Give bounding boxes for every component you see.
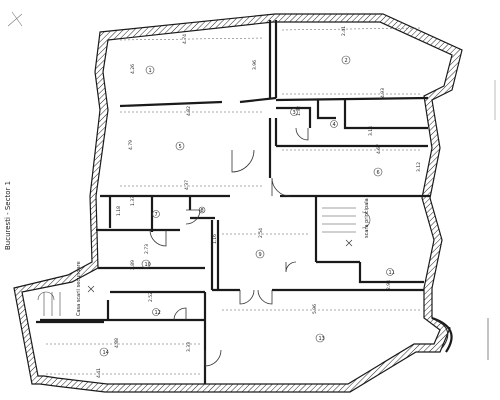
dim-label: 4.26 xyxy=(130,64,136,74)
dim-label: 2.52 xyxy=(148,292,154,302)
corner-mark xyxy=(7,11,23,27)
dim-label: 1.33 xyxy=(130,196,136,206)
dim-label: 3.14 xyxy=(368,126,374,136)
room-number: 8 xyxy=(201,208,204,214)
dim-label: 4.67 xyxy=(376,144,382,154)
room-number: 10 xyxy=(145,262,151,268)
dimension-labels: 4.74 2.41 4.82 4.93 3.14 4.67 1.32 4.37 … xyxy=(96,26,422,378)
stair-arrow-icon xyxy=(345,239,353,247)
dim-label: 4.88 xyxy=(114,338,120,348)
secondary-stair-arrow-icon xyxy=(87,285,95,293)
room-number: 11 xyxy=(389,270,395,276)
address-label: Bucuresti - Sector 1 xyxy=(4,181,12,250)
interior-walls xyxy=(36,20,430,384)
dim-label: 1.18 xyxy=(116,206,122,216)
dim-label: 3.12 xyxy=(416,162,422,172)
dim-label: 4.82 xyxy=(186,106,192,116)
room-number: 2 xyxy=(345,58,348,64)
dim-label: 4.79 xyxy=(128,140,134,150)
outer-wall xyxy=(13,13,463,393)
dim-label: 2.89 xyxy=(130,260,136,270)
room-number: 3 xyxy=(293,110,296,116)
room-number: 6 xyxy=(377,170,380,176)
dim-label: 1.32 xyxy=(296,106,302,116)
page-edge-marks xyxy=(487,80,496,360)
room-number: 13 xyxy=(319,336,325,342)
dim-label: 3.33 xyxy=(186,342,192,352)
dim-label: 4.74 xyxy=(182,34,188,44)
room-number: 9 xyxy=(259,252,262,258)
dim-label: 4.93 xyxy=(380,88,386,98)
dim-label: 5.96 xyxy=(312,304,318,314)
room-markers: 1 2 3 4 5 6 7 8 9 10 11 12 13 14 xyxy=(99,55,395,357)
secondary-staircase: Casa scarii secundare xyxy=(37,261,95,316)
dim-label: 1.16 xyxy=(212,234,218,244)
room-number: 14 xyxy=(103,350,109,356)
bay-window-inner xyxy=(435,319,449,349)
secondary-stair-label: Casa scarii secundare xyxy=(76,261,82,316)
room-number: 4 xyxy=(333,122,336,128)
dimension-lines xyxy=(46,27,421,375)
room-number: 1 xyxy=(149,68,152,74)
main-stair-label: scara principala xyxy=(364,198,370,238)
dim-label: 4.37 xyxy=(184,180,190,190)
room-number: 7 xyxy=(155,212,158,218)
side-annotation: Bucuresti - Sector 1 xyxy=(4,11,23,250)
room-number: 12 xyxy=(155,310,161,316)
main-staircase: scara principala xyxy=(322,198,371,247)
dim-label: 2.94 xyxy=(386,280,392,290)
dim-label: 2.73 xyxy=(144,244,150,254)
dim-label: 2.41 xyxy=(341,26,347,36)
door-swings xyxy=(149,127,309,367)
dim-label: 4.41 xyxy=(96,368,102,378)
dim-label: 2.54 xyxy=(258,228,264,238)
dim-label: 3.96 xyxy=(252,60,258,70)
room-number: 5 xyxy=(179,144,182,150)
